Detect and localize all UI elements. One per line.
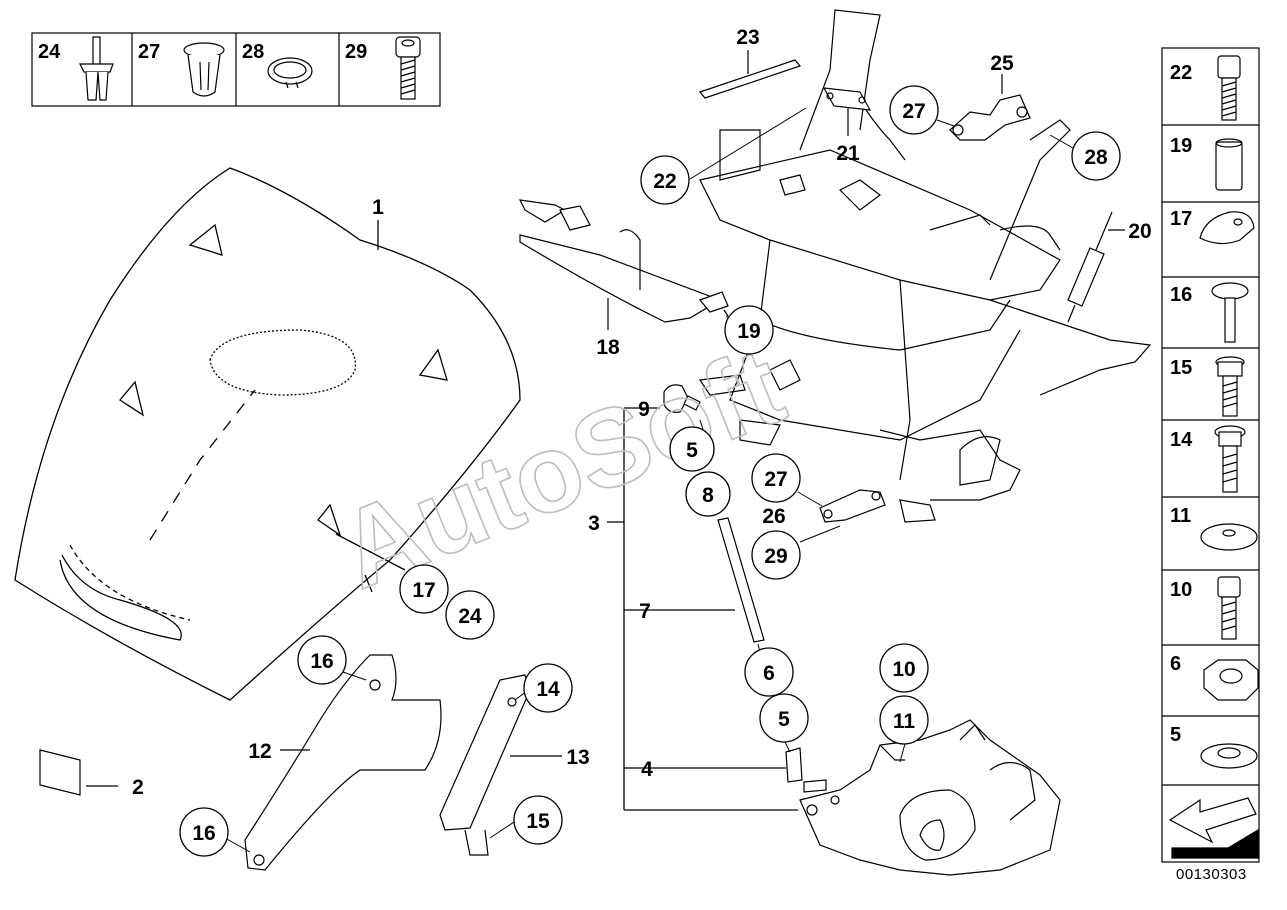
side-label: 10 xyxy=(1170,579,1192,601)
callout-10: 10 xyxy=(892,658,915,681)
callout-4: 4 xyxy=(641,758,653,781)
diagram-code: 00130303 xyxy=(1176,866,1247,883)
callout-27: 27 xyxy=(764,468,787,491)
callout-17: 17 xyxy=(412,579,435,602)
side-label: 16 xyxy=(1170,284,1192,306)
link-part xyxy=(819,489,886,523)
callout-28: 28 xyxy=(1084,146,1108,169)
callout-23: 23 xyxy=(736,26,759,49)
callout-26: 26 xyxy=(762,505,785,528)
strip-label: 27 xyxy=(138,41,160,63)
strip-label: 28 xyxy=(242,41,264,63)
callout-labels: 22 27 28 19 5 8 27 29 17 24 16 16 14 15 … xyxy=(132,26,1152,845)
callout-24: 24 xyxy=(458,605,482,628)
side-label: 17 xyxy=(1170,208,1192,230)
callout-13: 13 xyxy=(566,746,589,769)
circlip-icon xyxy=(267,57,313,89)
side-label: 14 xyxy=(1170,429,1193,451)
side-label: 15 xyxy=(1170,357,1192,379)
top-strip-labels: 24 27 28 29 xyxy=(38,41,367,63)
strut-part xyxy=(439,674,562,856)
side-label: 11 xyxy=(1170,505,1191,527)
side-label: 22 xyxy=(1170,62,1192,84)
windshield-part xyxy=(14,167,521,701)
callout-22: 22 xyxy=(653,170,676,193)
callout-8: 8 xyxy=(702,484,714,507)
push-rivet-icon xyxy=(79,36,114,101)
side-column-labels: 22 19 17 16 15 14 11 10 6 5 xyxy=(1170,62,1193,746)
callout-25: 25 xyxy=(990,52,1014,75)
side-label: 19 xyxy=(1170,135,1192,157)
callout-21: 21 xyxy=(836,142,860,165)
strip-label: 29 xyxy=(345,41,367,63)
side-label: 5 xyxy=(1170,724,1181,746)
callout-16: 16 xyxy=(310,650,333,673)
callout-5: 5 xyxy=(778,708,790,731)
side-parts-column xyxy=(1161,47,1260,863)
hinge-arm-part xyxy=(949,74,1031,141)
callout-20: 20 xyxy=(1128,220,1151,243)
side-bracket-part xyxy=(244,654,442,871)
callout-3: 3 xyxy=(588,512,600,535)
callout-9: 9 xyxy=(638,398,650,421)
mounting-bracket-part xyxy=(518,199,729,330)
sticker-part xyxy=(39,749,118,796)
callout-19: 19 xyxy=(737,320,760,343)
callout-18: 18 xyxy=(596,336,620,359)
gas-spring-part xyxy=(1067,211,1125,323)
callout-1: 1 xyxy=(372,196,384,219)
callout-6: 6 xyxy=(763,662,775,685)
callout-12: 12 xyxy=(248,740,271,763)
callout-15: 15 xyxy=(526,810,550,833)
callout-29: 29 xyxy=(764,545,787,568)
clip-nut-icon xyxy=(183,42,225,97)
top-parts-strip xyxy=(31,32,441,107)
cable-strap-part xyxy=(698,50,802,99)
motor-housing-part xyxy=(799,719,1061,876)
callout-16: 16 xyxy=(192,822,215,845)
side-label: 6 xyxy=(1170,653,1181,675)
callout-14: 14 xyxy=(536,678,560,701)
assembly-bracket-lines xyxy=(607,407,798,811)
adjustment-assembly xyxy=(663,384,827,793)
circled-callouts xyxy=(179,85,1121,857)
callout-7: 7 xyxy=(639,600,651,623)
callout-11: 11 xyxy=(893,710,916,733)
strip-label: 24 xyxy=(38,41,61,63)
callout-27: 27 xyxy=(902,100,925,123)
sensor-part xyxy=(822,87,906,161)
callout-5: 5 xyxy=(686,439,698,462)
callout-2: 2 xyxy=(132,776,144,799)
bolt-icon xyxy=(395,36,421,100)
